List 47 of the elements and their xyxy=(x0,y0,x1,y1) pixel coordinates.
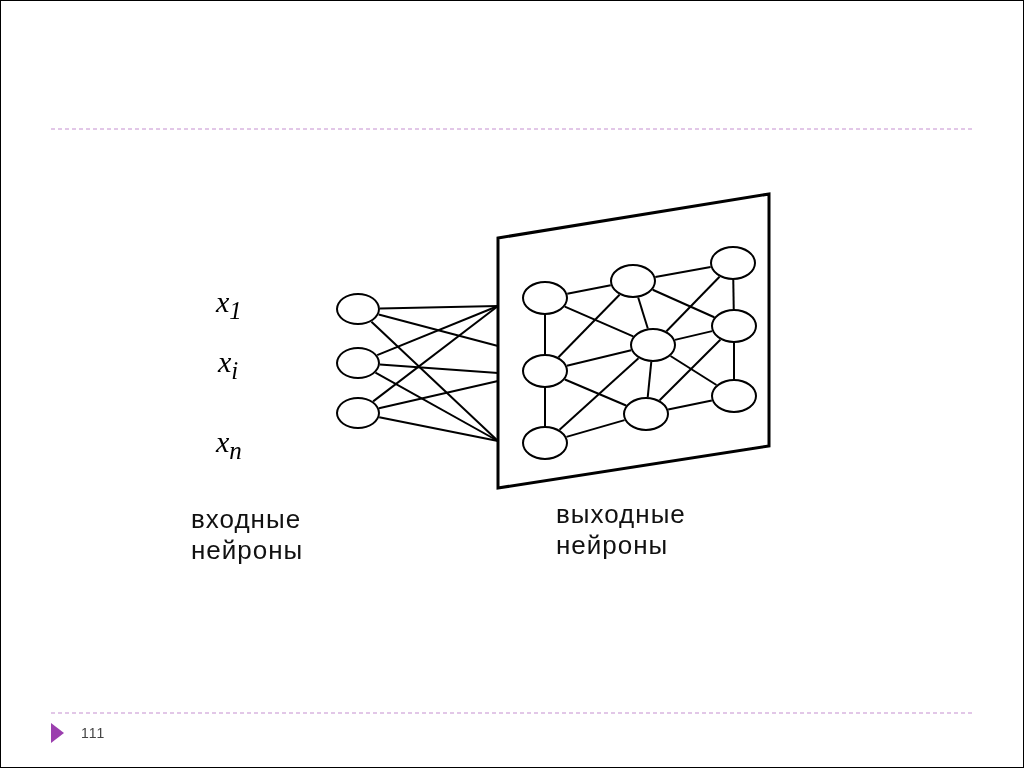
input-neuron xyxy=(336,347,380,379)
output-neuron xyxy=(711,379,757,413)
connection-line xyxy=(558,357,640,431)
variable-label: x$_{i}$ xyxy=(218,347,239,383)
connection-line xyxy=(372,305,499,403)
connection-line xyxy=(563,378,628,407)
output-neuron xyxy=(623,397,669,431)
connection-line xyxy=(658,338,722,402)
connection-line xyxy=(646,360,653,399)
connection-line xyxy=(732,279,735,310)
input-neuron xyxy=(336,293,380,325)
variable-label: x$_{1}$ xyxy=(216,287,242,323)
connection-line xyxy=(544,314,546,355)
connection-line xyxy=(563,305,635,338)
connection-line xyxy=(651,288,716,319)
caption-text: входные нейроны xyxy=(191,504,305,567)
input-neuron xyxy=(336,397,380,429)
output-neuron xyxy=(522,426,568,460)
connection-line xyxy=(376,305,499,357)
connection-line xyxy=(673,330,714,341)
variable-label: x$_{n}$ xyxy=(216,427,242,463)
output-neuron xyxy=(522,354,568,388)
output-neuron xyxy=(710,246,756,280)
connection-line xyxy=(557,293,621,359)
page-number: 111 xyxy=(81,725,107,742)
output-neuron xyxy=(711,309,757,343)
connection-line xyxy=(379,305,499,310)
connection-line xyxy=(378,380,499,410)
connection-line xyxy=(377,313,499,347)
connection-line xyxy=(667,399,713,411)
connection-line xyxy=(378,416,499,442)
connection-line xyxy=(733,342,735,380)
connection-line xyxy=(665,275,721,333)
connection-line xyxy=(370,320,499,442)
connection-line xyxy=(637,296,649,330)
connection-line xyxy=(544,387,546,427)
connection-line xyxy=(374,371,499,442)
connection-line xyxy=(565,349,633,367)
connection-line xyxy=(654,266,712,278)
caption-text: выходные нейроны xyxy=(556,499,687,562)
connection-line xyxy=(565,419,626,438)
output-neuron xyxy=(610,264,656,298)
connection-line xyxy=(378,363,499,374)
connection-line xyxy=(566,284,612,295)
output-neuron xyxy=(522,281,568,315)
output-neuron xyxy=(630,328,676,362)
connection-line xyxy=(669,355,718,386)
